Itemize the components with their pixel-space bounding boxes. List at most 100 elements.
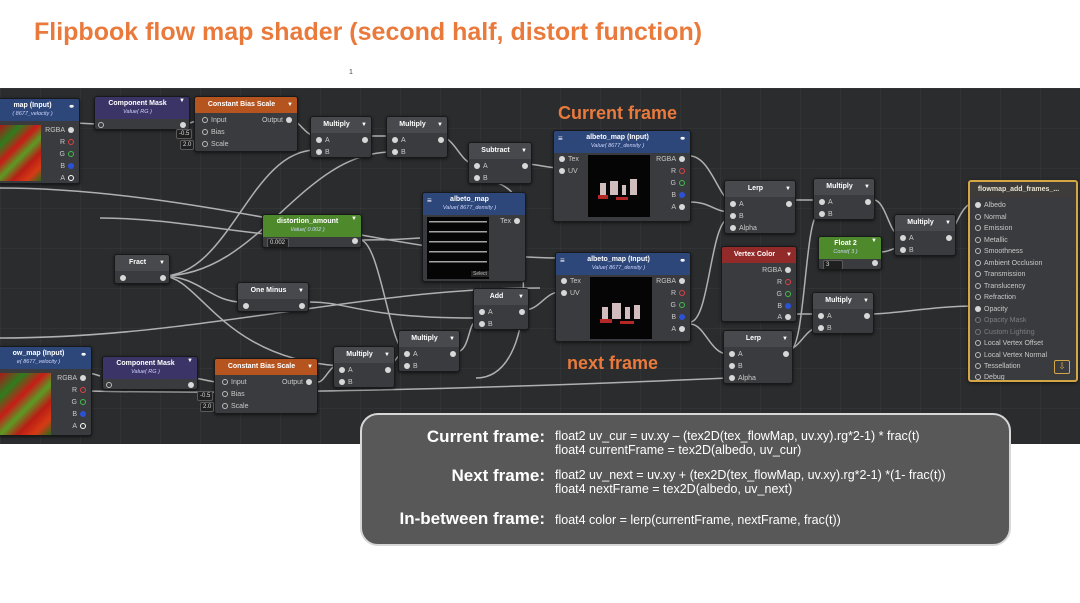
port-a[interactable]: A xyxy=(336,366,353,375)
port-custom-lighting[interactable]: Custom Lighting xyxy=(972,328,1035,337)
port-bias[interactable]: Bias xyxy=(199,128,225,137)
port-normal[interactable]: Normal xyxy=(972,213,1007,222)
add-node[interactable]: Add▼ A B xyxy=(473,288,529,330)
multiply-node-6[interactable]: Multiply▼ A B xyxy=(398,330,460,372)
port-uv[interactable]: UV xyxy=(558,289,580,298)
chevron-down-icon[interactable]: ▼ xyxy=(863,298,869,304)
multiply-node-7[interactable]: Multiply▼ A B xyxy=(333,346,395,388)
multiply-node-1[interactable]: Multiply▼ A B xyxy=(310,116,372,158)
port-tex[interactable]: Tex xyxy=(556,155,579,164)
distortion-amount-node[interactable]: distortion_amount Value( 0.002 ) ▼ 0.002 xyxy=(262,214,362,248)
port-r[interactable]: R xyxy=(72,386,89,395)
port-b[interactable]: B xyxy=(727,212,744,221)
port-b[interactable]: B xyxy=(897,246,914,255)
one-minus-node[interactable]: One Minus▼ xyxy=(237,282,309,312)
lerp-node-top[interactable]: Lerp▼ A B Alpha xyxy=(724,180,796,234)
port-output[interactable] xyxy=(519,162,531,171)
port-output[interactable] xyxy=(382,366,394,375)
port-a[interactable]: A xyxy=(471,162,488,171)
port-output[interactable] xyxy=(349,237,361,246)
port-output[interactable] xyxy=(185,381,197,389)
port-metallic[interactable]: Metallic xyxy=(972,236,1008,245)
chevron-down-icon[interactable]: ▼ xyxy=(437,122,443,128)
constant-bias-scale-node-bottom[interactable]: Constant Bias Scale▼ Input Bias Scale Ou… xyxy=(214,358,318,414)
chevron-down-icon[interactable]: ▼ xyxy=(187,358,193,364)
port-a[interactable]: A xyxy=(816,198,833,207)
port-tex[interactable]: Tex xyxy=(558,277,581,286)
port-output[interactable] xyxy=(435,136,447,145)
chevron-down-icon[interactable]: ▼ xyxy=(782,336,788,342)
port-alpha[interactable]: Alpha xyxy=(727,224,757,233)
link-icon[interactable]: ⚭ xyxy=(679,256,686,265)
port-output[interactable]: Output xyxy=(282,378,315,387)
port-tex[interactable]: Tex xyxy=(500,217,523,226)
albeto-map-texture-node[interactable]: ≡ albeto_map Value( 8677_density ) Selec… xyxy=(422,192,526,282)
port-a[interactable]: A xyxy=(897,234,914,243)
port-a[interactable]: A xyxy=(313,136,330,145)
port-a[interactable]: A xyxy=(727,200,744,209)
port-output[interactable]: Output xyxy=(262,116,295,125)
float2-node[interactable]: Float 2 Const( 3 ) ▼ 3 xyxy=(818,236,882,270)
port-output[interactable] xyxy=(359,136,371,145)
port-b[interactable]: B xyxy=(816,210,833,219)
download-icon[interactable]: ⇩ xyxy=(1054,360,1070,374)
port-b[interactable]: B xyxy=(815,324,832,333)
vertex-color-node[interactable]: Vertex Color▼ RGBA R G B A xyxy=(721,246,797,322)
link-icon[interactable]: ⚭ xyxy=(679,134,686,143)
chevron-down-icon[interactable]: ▼ xyxy=(384,352,390,358)
port-albedo[interactable]: Albedo xyxy=(972,201,1006,210)
port-b[interactable]: B xyxy=(726,362,743,371)
component-mask-node-bottom[interactable]: Component Mask Value( RG ) ▼ xyxy=(102,356,198,390)
port-output[interactable] xyxy=(862,198,874,207)
port-transmission[interactable]: Transmission xyxy=(972,270,1025,279)
lerp-node-bottom[interactable]: Lerp▼ A B Alpha xyxy=(723,330,793,384)
port-b[interactable]: B xyxy=(777,302,794,311)
port-a[interactable]: A xyxy=(389,136,406,145)
port-g[interactable]: G xyxy=(671,179,688,188)
flowmap-input-node-top[interactable]: map (Input) ( 8677_velocity ) ⚭ RGBA R G… xyxy=(0,98,80,184)
constant-bias-scale-node-top[interactable]: Constant Bias Scale▼ Input Bias Scale Ou… xyxy=(194,96,298,152)
output-node[interactable]: flowmap_add_frames_... Albedo Normal Emi… xyxy=(968,180,1078,382)
port-r[interactable]: R xyxy=(671,289,688,298)
chevron-down-icon[interactable]: ▼ xyxy=(871,238,877,244)
port-output[interactable] xyxy=(783,200,795,209)
port-output[interactable] xyxy=(861,312,873,321)
port-output[interactable] xyxy=(780,350,792,359)
port-output[interactable] xyxy=(869,259,881,268)
chevron-down-icon[interactable]: ▼ xyxy=(864,184,870,190)
port-a[interactable]: A xyxy=(60,174,77,183)
component-mask-node-top[interactable]: Component Mask Value( RG ) ▼ xyxy=(94,96,190,130)
link-icon[interactable]: ⚭ xyxy=(80,350,87,359)
port-input[interactable] xyxy=(117,274,129,283)
port-b[interactable]: B xyxy=(401,362,418,371)
port-refraction[interactable]: Refraction xyxy=(972,293,1016,302)
port-b[interactable]: B xyxy=(476,320,493,329)
port-g[interactable]: G xyxy=(777,290,794,299)
node-graph-canvas[interactable]: map (Input) ( 8677_velocity ) ⚭ RGBA R G… xyxy=(0,88,1080,444)
flowmap-input-node-bottom[interactable]: ow_map (Input) e( 8677_velocity ) ⚭ RGBA… xyxy=(0,346,92,436)
port-input[interactable]: Input xyxy=(199,116,227,125)
multiply-node-2[interactable]: Multiply▼ A B xyxy=(386,116,448,158)
port-rgba[interactable]: RGBA xyxy=(57,374,89,383)
port-local-vertex-normal[interactable]: Local Vertex Normal xyxy=(972,351,1047,360)
port-uv[interactable]: UV xyxy=(556,167,578,176)
multiply-node-4[interactable]: Multiply▼ A B xyxy=(894,214,956,256)
port-input[interactable]: Input xyxy=(219,378,247,387)
port-a[interactable]: A xyxy=(72,422,89,431)
port-debug[interactable]: Debug xyxy=(972,373,1005,380)
port-local-vertex-offset[interactable]: Local Vertex Offset xyxy=(972,339,1043,348)
chevron-down-icon[interactable]: ▼ xyxy=(518,294,524,300)
chevron-down-icon[interactable]: ▼ xyxy=(361,122,367,128)
chevron-down-icon[interactable]: ▼ xyxy=(945,220,951,226)
menu-icon[interactable]: ≡ xyxy=(427,196,432,205)
subtract-node[interactable]: Subtract▼ A B xyxy=(468,142,532,184)
albeto-map-current-node[interactable]: ≡ albeto_map (Input) Value( 8677_density… xyxy=(553,130,691,222)
chevron-down-icon[interactable]: ▼ xyxy=(351,216,357,222)
port-b[interactable]: B xyxy=(60,162,77,171)
port-b[interactable]: B xyxy=(671,191,688,200)
port-output[interactable] xyxy=(157,274,169,283)
port-emission[interactable]: Emission xyxy=(972,224,1012,233)
port-a[interactable]: A xyxy=(401,350,418,359)
port-output[interactable] xyxy=(296,302,308,311)
port-g[interactable]: G xyxy=(60,150,77,159)
